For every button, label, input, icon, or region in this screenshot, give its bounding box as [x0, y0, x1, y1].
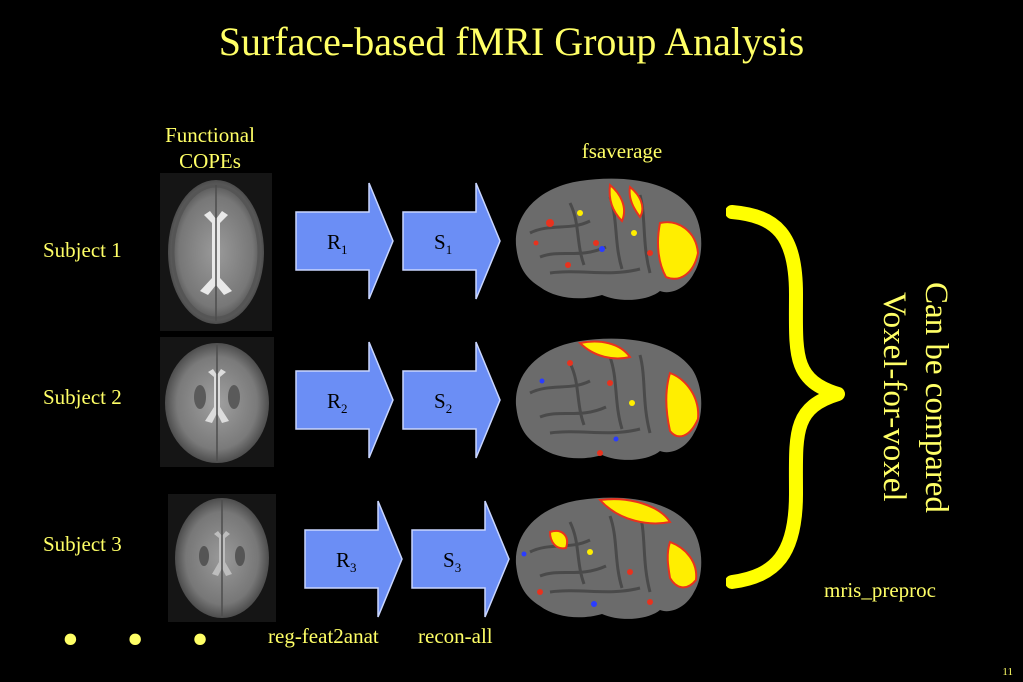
surface-label-3: S3: [443, 548, 461, 576]
surface-arrow-2: [402, 341, 501, 459]
surface-arrow-1: [402, 182, 501, 300]
surf-subscript: 2: [445, 401, 453, 417]
subject-1-mri-image: [160, 173, 272, 331]
reg-symbol: R: [327, 230, 342, 254]
registration-label-3: R3: [336, 548, 357, 576]
comparison-line-2: Voxel-for-voxel: [876, 292, 912, 502]
grouping-brace: [726, 205, 845, 589]
surf-symbol: S: [434, 230, 446, 254]
registration-label-1: R1: [327, 230, 348, 258]
reg-subscript: 2: [341, 401, 348, 417]
more-subjects-ellipsis: • • •: [62, 613, 227, 666]
reg-subscript: 3: [350, 560, 357, 576]
fsaverage-header: fsaverage: [581, 139, 663, 163]
registration-arrow-1: [295, 182, 394, 300]
reg-feat2anat-label: reg-feat2anat: [268, 624, 379, 648]
surf-subscript: 1: [445, 242, 453, 258]
surf-symbol: S: [443, 548, 455, 572]
header-line-2: COPEs: [179, 149, 241, 173]
functional-copes-header: Functional COPEs: [150, 122, 270, 174]
recon-all-label: recon-all: [418, 624, 493, 648]
registration-arrow-3: [304, 500, 403, 618]
subject-2-mri-image: [160, 337, 274, 467]
header-line-1: Functional: [165, 123, 255, 147]
subject-2-label: Subject 2: [43, 385, 122, 409]
mris-preproc-label: mris_preproc: [824, 578, 936, 602]
surf-subscript: 3: [454, 560, 462, 576]
subject-1-label: Subject 1: [43, 238, 122, 262]
subject-3-mri-image: [168, 494, 276, 622]
reg-symbol: R: [336, 548, 351, 572]
comparison-note: Can be compared Voxel-for-voxel: [860, 282, 970, 532]
subject-3-label: Subject 3: [43, 532, 122, 556]
surface-label-1: S1: [434, 230, 452, 258]
surface-label-2: S2: [434, 389, 452, 417]
reg-symbol: R: [327, 389, 342, 413]
subject-3-brain-surface: [510, 492, 706, 626]
surf-symbol: S: [434, 389, 446, 413]
comparison-line-1: Can be compared: [918, 282, 954, 513]
slide-title: Surface-based fMRI Group Analysis: [218, 19, 805, 64]
surface-arrow-3: [411, 500, 510, 618]
registration-arrow-2: [295, 341, 394, 459]
reg-subscript: 1: [341, 242, 348, 258]
registration-label-2: R2: [327, 389, 348, 417]
page-number: 11: [1002, 666, 1013, 678]
subject-1-brain-surface: [510, 173, 706, 307]
subject-2-brain-surface: [510, 333, 706, 467]
